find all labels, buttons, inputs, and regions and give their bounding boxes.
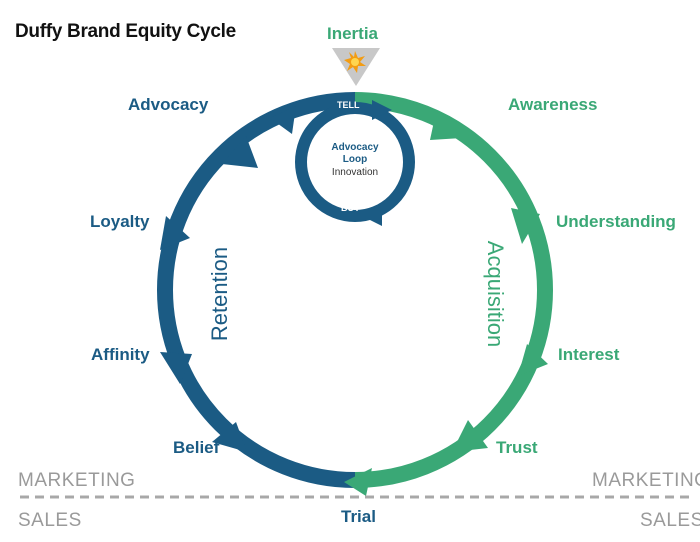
sales-left: SALES	[18, 510, 82, 531]
ret-arrow-4	[222, 136, 258, 168]
stage-advocacy: Advocacy	[128, 95, 209, 114]
inertia-label: Inertia	[327, 24, 379, 43]
marketing-right: MARKETING	[592, 470, 700, 491]
stage-trust: Trust	[496, 438, 538, 457]
loop-arrow-top	[372, 100, 392, 120]
retention-arc	[157, 92, 356, 488]
stage-affinity: Affinity	[91, 345, 150, 364]
ret-arrow-2	[160, 352, 192, 384]
stage-awareness: Awareness	[508, 95, 598, 114]
retention-label: Retention	[207, 246, 233, 342]
acquisition-label: Acquisition	[483, 240, 509, 348]
acq-arrow-2	[511, 208, 540, 244]
advocacy-loop-ring	[295, 102, 415, 222]
ret-arrow-3	[160, 216, 190, 250]
acquisition-arc	[354, 92, 553, 488]
stage-loyalty: Loyalty	[90, 212, 150, 231]
stage-understanding: Understanding	[556, 212, 676, 231]
loop-title: Advocacy Loop	[331, 142, 379, 165]
acq-arrow-4	[452, 420, 488, 452]
acq-arrow-1	[430, 112, 462, 140]
ret-arrow-5	[270, 106, 296, 134]
stage-belief: Belief	[173, 438, 220, 457]
burst-icon	[344, 51, 366, 73]
stage-trial: Trial	[341, 507, 376, 526]
acq-arrow-5	[344, 468, 372, 496]
loop-tell-label: TELL	[337, 100, 360, 110]
diagram-title: Duffy Brand Equity Cycle	[15, 21, 236, 42]
marketing-left: MARKETING	[18, 470, 136, 491]
loop-buy-label: BUY	[341, 203, 361, 213]
ret-arrow-1	[212, 422, 247, 452]
acq-arrow-3	[518, 344, 548, 376]
sales-right: SALES	[640, 510, 700, 531]
loop-subtitle: Innovation	[331, 167, 379, 178]
loop-arrow-bottom	[362, 206, 382, 226]
stage-interest: Interest	[558, 345, 620, 364]
